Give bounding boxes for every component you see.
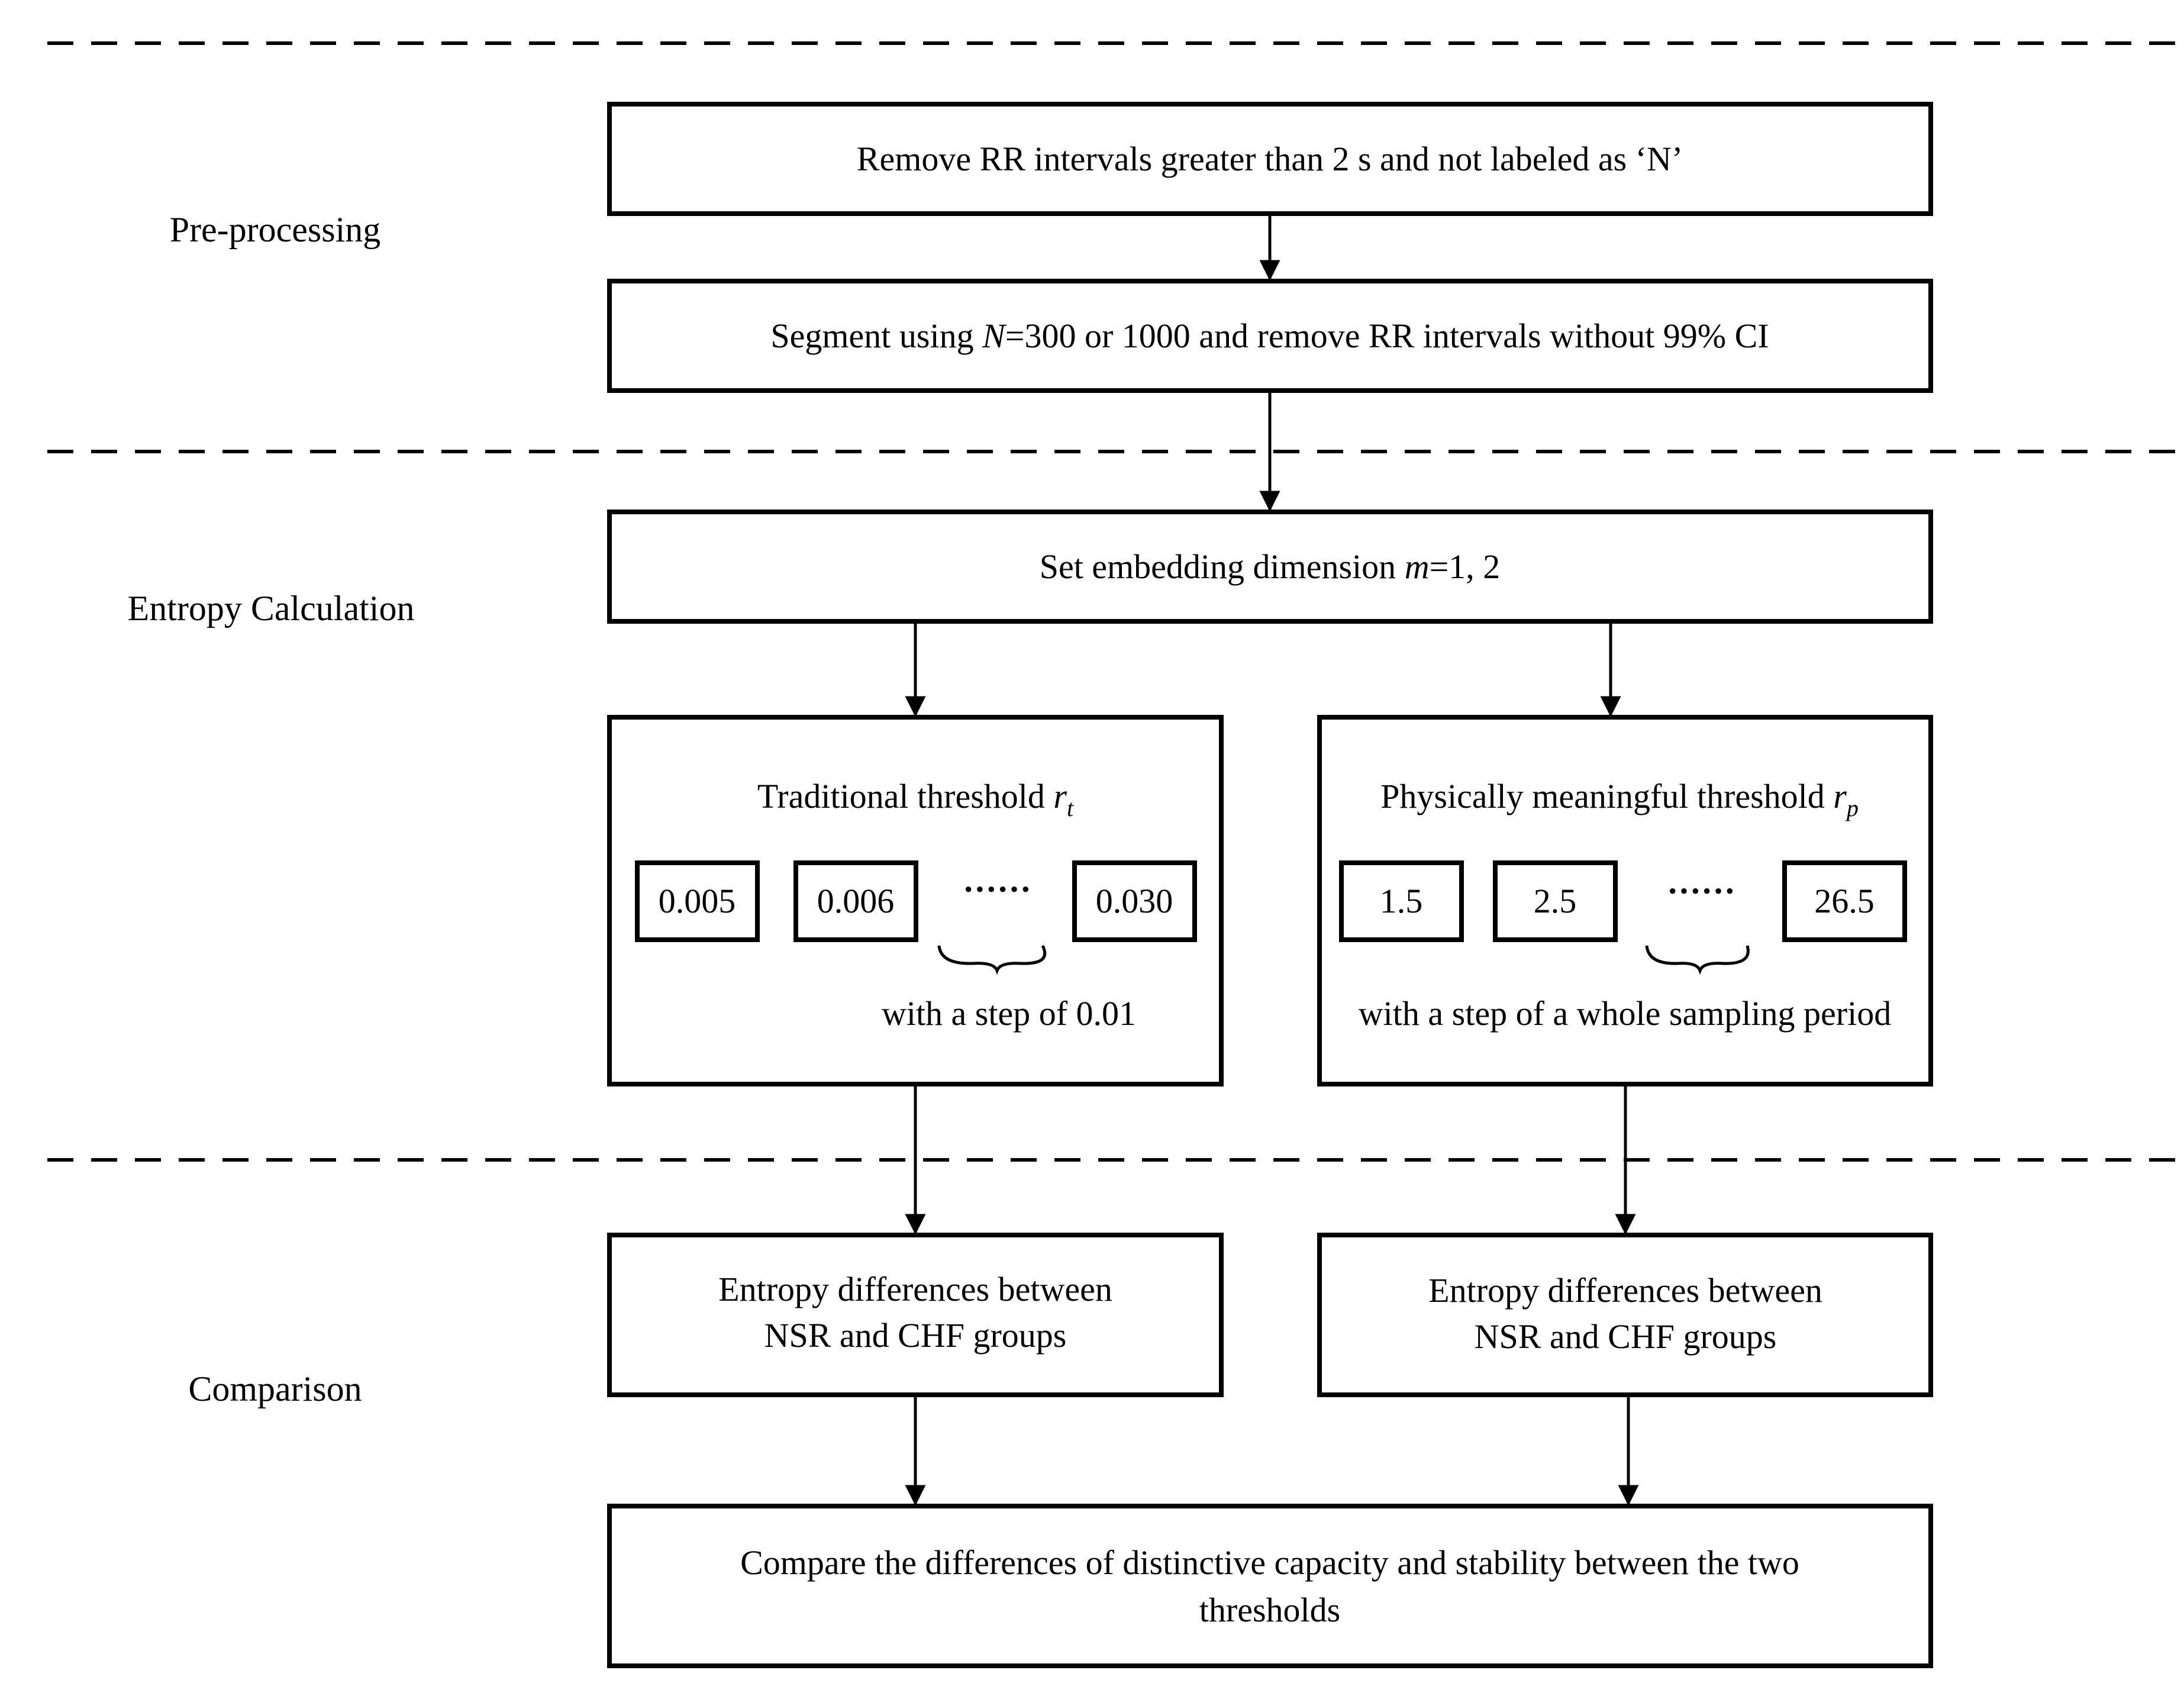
entropy-diff-left-box — [607, 1233, 1224, 1397]
embedding-text: Set embedding dimension m=1, 2 — [1040, 547, 1501, 586]
remove-box — [607, 102, 1933, 216]
physical-value-box-1 — [1339, 860, 1464, 942]
traditional-value-box-1 — [635, 860, 760, 942]
compare-line1: Compare the differences of distinctive c… — [740, 1543, 1799, 1582]
segment-text: Segment using N=300 or 1000 and remove R… — [770, 317, 1769, 355]
traditional-brace — [937, 944, 1047, 975]
entropy-diff-left-line2: NSR and CHF groups — [764, 1316, 1067, 1355]
physical-value-box-3 — [1782, 860, 1907, 942]
entropy-diff-right-box — [1317, 1233, 1933, 1397]
physical-value-box-2 — [1493, 860, 1618, 942]
traditional-step: with a step of 0.01 — [882, 994, 1136, 1033]
remove-text: Remove RR intervals greater than 2 s and… — [857, 140, 1683, 178]
physical-value-3: 26.5 — [1814, 882, 1875, 920]
traditional-value-2: 0.006 — [817, 882, 895, 920]
physical-step: with a step of a whole sampling period — [1359, 994, 1891, 1033]
section-label-comparison: Comparison — [188, 1369, 362, 1408]
compare-box — [607, 1504, 1933, 1668]
physical-value-2: 2.5 — [1534, 882, 1577, 920]
physical-value-1: 1.5 — [1380, 882, 1423, 920]
entropy-diff-right-line2: NSR and CHF groups — [1475, 1317, 1777, 1356]
traditional-threshold-title: Traditional threshold rt — [757, 777, 1074, 821]
section-label-entropy: Entropy Calculation — [128, 589, 415, 628]
traditional-value-box-2 — [793, 860, 918, 942]
section-label-preprocessing: Pre-processing — [170, 210, 381, 249]
physical-brace — [1645, 945, 1750, 975]
compare-line2: thresholds — [1199, 1591, 1340, 1629]
traditional-value-1: 0.005 — [659, 882, 736, 920]
traditional-value-3: 0.030 — [1096, 882, 1173, 920]
entropy-diff-right-line1: Entropy differences between — [1428, 1271, 1822, 1310]
segment-box — [607, 279, 1933, 393]
embedding-box — [607, 510, 1933, 624]
entropy-diff-left-line1: Entropy differences between — [718, 1270, 1112, 1308]
traditional-value-box-3 — [1072, 860, 1197, 942]
physical-threshold-title: Physically meaningful threshold rp — [1380, 777, 1859, 821]
physical-ellipsis: ······ — [1667, 872, 1735, 910]
traditional-ellipsis: ······ — [963, 870, 1031, 908]
